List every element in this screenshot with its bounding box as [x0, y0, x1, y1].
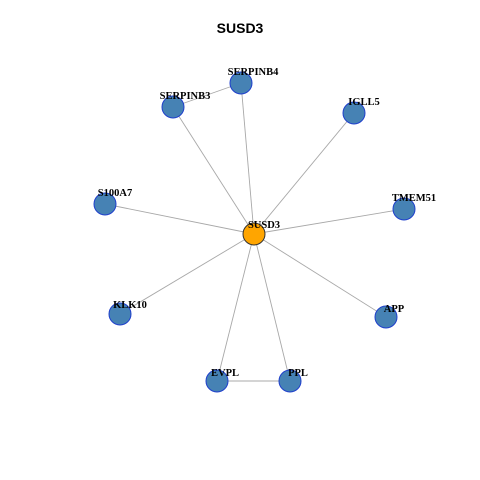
node-tmem51 — [392, 197, 416, 221]
edge-susd3-serpinb3 — [172, 106, 255, 235]
edge-susd3-ppl — [253, 233, 291, 382]
node-label-serpinb4: SERPINB4 — [228, 67, 280, 78]
node-susd3 — [242, 222, 266, 246]
node-app — [374, 305, 398, 329]
node-label-igll5: IGLL5 — [348, 97, 380, 108]
edge-layer — [104, 82, 405, 382]
node-s100a7 — [93, 192, 117, 216]
node-serpinb4 — [229, 71, 253, 95]
edge-susd3-klk10 — [119, 233, 255, 315]
edge-susd3-evpl — [216, 233, 255, 382]
edge-susd3-igll5 — [253, 112, 355, 235]
node-label-tmem51: TMEM51 — [392, 193, 436, 204]
node-label-app: APP — [384, 304, 405, 315]
node-label-s100a7: S100A7 — [98, 188, 132, 199]
node-serpinb3 — [161, 95, 185, 119]
node-label-klk10: KLK10 — [113, 300, 147, 311]
node-label-ppl: PPL — [288, 368, 308, 379]
node-igll5 — [342, 101, 366, 125]
edge-serpinb3-serpinb4 — [172, 82, 242, 108]
diagram-title: SUSD3 — [216, 20, 264, 36]
node-evpl — [205, 369, 229, 393]
edge-susd3-s100a7 — [104, 203, 255, 235]
edge-susd3-tmem51 — [253, 208, 405, 235]
node-ppl — [278, 369, 302, 393]
node-klk10 — [108, 302, 132, 326]
edge-susd3-app — [253, 233, 387, 318]
node-layer — [93, 71, 416, 393]
edge-susd3-serpinb4 — [240, 82, 255, 235]
node-label-susd3: SUSD3 — [248, 220, 280, 231]
node-label-evpl: EVPL — [211, 368, 239, 379]
node-label-serpinb3: SERPINB3 — [160, 91, 211, 102]
